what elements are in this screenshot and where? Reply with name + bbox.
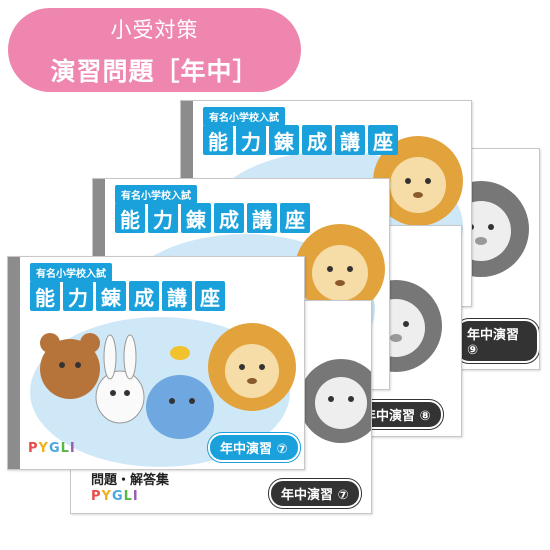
header-title: 演習問題［年中］: [50, 57, 259, 86]
title-char: 能: [30, 281, 60, 311]
title-char: 能: [115, 203, 145, 233]
title-char: 座: [280, 203, 310, 233]
title-char: 力: [63, 281, 93, 311]
title-char: 錬: [269, 125, 299, 155]
title-char: 講: [162, 281, 192, 311]
title-char: 成: [214, 203, 244, 233]
book-title: 能 力 錬 成 講 座: [30, 281, 225, 311]
title-char: 講: [247, 203, 277, 233]
title-char: 能: [203, 125, 233, 155]
level-badge-9: 年中演習 ⑨: [455, 319, 539, 363]
book-title: 能 力 錬 成 講 座: [115, 203, 310, 233]
series-label: 有名小学校入試: [115, 185, 197, 204]
pygli-logo: PYGLI: [91, 489, 139, 504]
header-subtitle: 小受対策: [110, 18, 199, 42]
lion-icon: [373, 136, 463, 226]
title-char: 力: [148, 203, 178, 233]
title-char: 成: [129, 281, 159, 311]
title-char: 座: [368, 125, 398, 155]
level-badge-7: 年中演習 ⑦: [208, 433, 300, 462]
title-char: 講: [335, 125, 365, 155]
book-title: 能 力 錬 成 講 座: [203, 125, 398, 155]
level-badge-7-back: 年中演習 ⑦: [269, 479, 361, 508]
title-char: 力: [236, 125, 266, 155]
title-char: 成: [302, 125, 332, 155]
title-char: 錬: [181, 203, 211, 233]
title-char: 錬: [96, 281, 126, 311]
series-label: 有名小学校入試: [203, 107, 285, 126]
pygli-logo: PYGLI: [28, 441, 76, 456]
header-pill: 小受対策 演習問題［年中］: [8, 8, 301, 92]
book-7-cover: 有名小学校入試 能 力 錬 成 講 座 PYGLI 年中演習 ⑦: [7, 256, 305, 470]
title-char: 座: [195, 281, 225, 311]
series-label: 有名小学校入試: [30, 263, 112, 282]
animals-illustration: [40, 323, 296, 439]
lion-gray-icon: [299, 359, 371, 443]
book-spine: [8, 257, 20, 469]
answer-label: 問題・解答集: [91, 473, 170, 488]
